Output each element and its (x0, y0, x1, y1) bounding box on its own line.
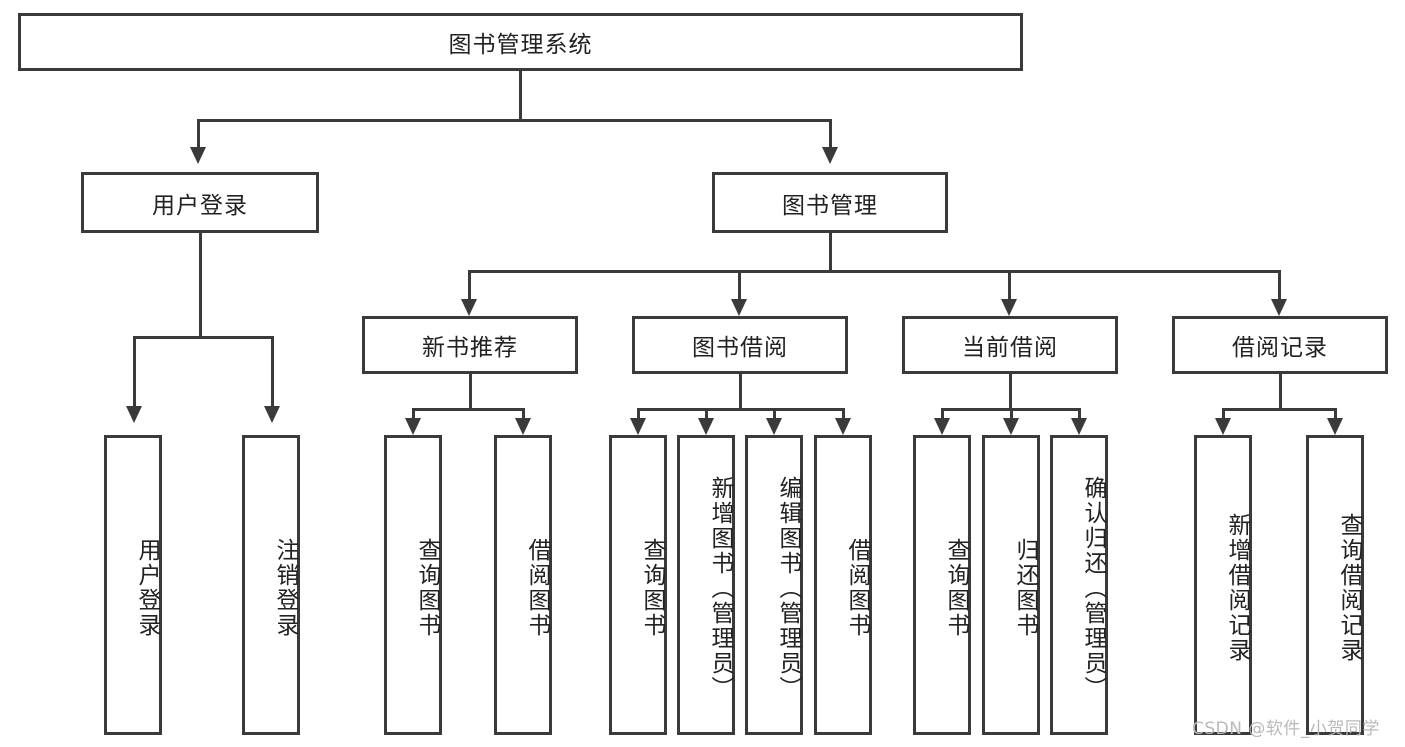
node-user-login[interactable]: 用户登录 (81, 172, 319, 233)
leaf-add-book[interactable]: 新增图书（管理员） (677, 435, 735, 735)
arrow-to-current-borrow (1001, 299, 1017, 316)
edge-level2-drop-4 (1278, 270, 1281, 299)
node-book-borrow-label: 图书借阅 (692, 335, 788, 361)
node-current-borrow[interactable]: 当前借阅 (902, 316, 1118, 374)
edge-level2-drop-2 (738, 270, 741, 299)
node-current-borrow-label: 当前借阅 (962, 335, 1058, 361)
leaf-logout-label: 注销登录 (272, 538, 298, 638)
edge-currentborrow-drop-2 (1010, 408, 1013, 418)
edge-userlogin-drop-2 (271, 336, 274, 406)
edge-bookborrow-bus (637, 408, 845, 411)
leaf-user-login[interactable]: 用户登录 (104, 435, 162, 735)
leaf-borrow-book-2[interactable]: 借阅图书 (814, 435, 872, 735)
leaf-borrow-book-1-label: 借阅图书 (524, 538, 550, 638)
leaf-confirm-return[interactable]: 确认归还（管理员） (1050, 435, 1108, 735)
leaf-query-book-3-label: 查询图书 (943, 538, 969, 638)
edge-level1-drop-right (829, 119, 832, 147)
leaf-confirm-return-label: 确认归还（管理员） (1080, 475, 1106, 701)
arrow-to-leaf-query-book-1 (405, 418, 421, 435)
edge-bookborrow-drop-4 (842, 408, 845, 418)
csdn-watermark: CSDN @软件_小贺同学 (1192, 719, 1380, 739)
leaf-edit-book-label: 编辑图书（管理员） (775, 475, 801, 701)
edge-level2-drop-1 (468, 270, 471, 299)
edge-bookborrow-drop-2 (705, 408, 708, 418)
edge-level1-bus (197, 119, 832, 122)
node-new-book-recommend-label: 新书推荐 (422, 335, 518, 361)
node-user-login-label: 用户登录 (152, 192, 248, 219)
arrow-to-user-login (190, 147, 206, 164)
edge-currentborrow-drop-1 (941, 408, 944, 418)
arrow-to-leaf-return-book (1003, 418, 1019, 435)
edge-root-stem (519, 71, 522, 119)
leaf-borrow-book-1[interactable]: 借阅图书 (494, 435, 552, 735)
leaf-query-book-1-label: 查询图书 (414, 538, 440, 638)
leaf-query-book-1[interactable]: 查询图书 (384, 435, 442, 735)
edge-borrowrecord-bus (1222, 408, 1337, 411)
edge-newbook-drop-1 (412, 408, 415, 418)
leaf-add-book-label: 新增图书（管理员） (707, 475, 733, 701)
edge-level1-drop-left (197, 119, 200, 147)
node-borrow-record-label: 借阅记录 (1232, 335, 1328, 361)
arrow-to-borrow-record (1271, 299, 1287, 316)
leaf-add-record-label: 新增借阅记录 (1224, 513, 1250, 663)
node-root-label: 图书管理系统 (448, 32, 593, 58)
leaf-query-book-3[interactable]: 查询图书 (913, 435, 971, 735)
leaf-borrow-book-2-label: 借阅图书 (844, 538, 870, 638)
edge-borrowrecord-drop-2 (1334, 408, 1337, 418)
leaf-return-book[interactable]: 归还图书 (982, 435, 1040, 735)
leaf-add-record[interactable]: 新增借阅记录 (1194, 435, 1252, 735)
edge-borrowrecord-stem (1279, 374, 1282, 408)
leaf-query-book-2-label: 查询图书 (639, 538, 665, 638)
node-root[interactable]: 图书管理系统 (18, 13, 1023, 71)
arrow-to-new-book (461, 299, 477, 316)
leaf-user-login-label: 用户登录 (134, 538, 160, 638)
arrow-to-leaf-query-book-3 (934, 418, 950, 435)
arrow-to-leaf-borrow-book-2 (835, 418, 851, 435)
edge-newbook-stem (469, 374, 472, 408)
edge-userlogin-bus (133, 336, 274, 339)
edge-newbook-bus (412, 408, 525, 411)
leaf-query-book-2[interactable]: 查询图书 (609, 435, 667, 735)
arrow-to-leaf-borrow-book-1 (515, 418, 531, 435)
node-new-book-recommend[interactable]: 新书推荐 (362, 316, 578, 374)
arrow-to-leaf-add-book (698, 418, 714, 435)
leaf-query-record-label: 查询借阅记录 (1336, 513, 1362, 663)
arrow-to-leaf-query-book-2 (630, 418, 646, 435)
arrow-to-leaf-edit-book (766, 418, 782, 435)
leaf-query-record[interactable]: 查询借阅记录 (1306, 435, 1364, 735)
node-book-management[interactable]: 图书管理 (712, 172, 948, 233)
edge-userlogin-stem (199, 233, 202, 336)
edge-bookborrow-stem (739, 374, 742, 408)
node-book-borrow[interactable]: 图书借阅 (632, 316, 848, 374)
leaf-edit-book[interactable]: 编辑图书（管理员） (745, 435, 803, 735)
leaf-logout[interactable]: 注销登录 (242, 435, 300, 735)
edge-bookborrow-drop-3 (773, 408, 776, 418)
arrow-to-book-borrow (731, 299, 747, 316)
node-borrow-record[interactable]: 借阅记录 (1172, 316, 1388, 374)
edge-newbook-drop-2 (522, 408, 525, 418)
leaf-return-book-label: 归还图书 (1012, 538, 1038, 638)
arrow-to-leaf-confirm-return (1071, 418, 1087, 435)
edge-currentborrow-stem (1009, 374, 1012, 408)
edge-bookborrow-drop-1 (637, 408, 640, 418)
edge-currentborrow-drop-3 (1078, 408, 1081, 418)
arrow-to-leaf-add-record (1215, 418, 1231, 435)
arrow-to-leaf-user-login (126, 406, 142, 423)
arrow-to-leaf-logout (264, 406, 280, 423)
edge-borrowrecord-drop-1 (1222, 408, 1225, 418)
node-book-management-label: 图书管理 (782, 192, 878, 219)
arrow-to-book-mgmt (822, 147, 838, 164)
edge-level2-drop-3 (1008, 270, 1011, 299)
edge-level2-bus (468, 270, 1280, 273)
edge-userlogin-drop-1 (133, 336, 136, 406)
arrow-to-leaf-query-record (1327, 418, 1343, 435)
edge-bookmgmt-stem (829, 233, 832, 270)
